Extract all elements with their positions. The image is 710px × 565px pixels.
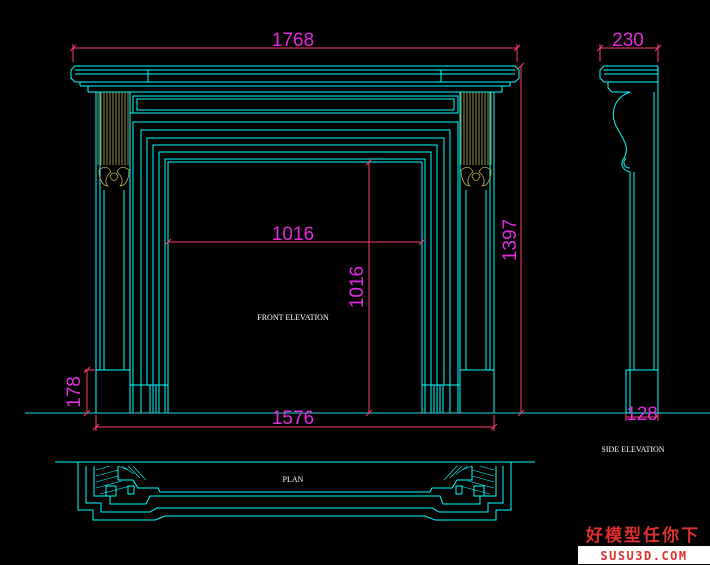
- dim-opening-width: 1016: [272, 224, 314, 245]
- plan-view: [55, 461, 535, 521]
- watermark-chinese: 好模型任你下: [585, 525, 700, 546]
- dim-side-depth: 230: [612, 30, 644, 51]
- left-corbel: [97, 92, 130, 187]
- watermark: 好模型任你下 SUSU3D.COM: [576, 523, 710, 565]
- dim-base-width: 1576: [272, 408, 314, 429]
- side-elevation: [599, 65, 659, 414]
- dim-overall-width: 1768: [272, 30, 314, 51]
- dim-side-plinth: 128: [626, 404, 658, 425]
- watermark-site: SUSU3D.COM: [600, 549, 687, 563]
- side-elevation-label: SIDE ELEVATION: [601, 445, 664, 454]
- plan-label: PLAN: [283, 475, 304, 484]
- dim-opening-height: 1016: [347, 266, 368, 308]
- dim-overall-height: 1397: [500, 219, 521, 261]
- plan-hatching: [95, 465, 495, 495]
- right-corbel: [460, 92, 492, 187]
- front-elevation: [70, 65, 520, 414]
- view-labels: FRONT ELEVATION SIDE ELEVATION PLAN: [257, 313, 665, 484]
- dimension-texts: 1768 230 1016 1016 1397 178 1576 128: [64, 30, 658, 429]
- dim-plinth-height: 178: [64, 376, 85, 408]
- front-elevation-label: FRONT ELEVATION: [257, 313, 329, 322]
- dimension-lines: [69, 44, 662, 431]
